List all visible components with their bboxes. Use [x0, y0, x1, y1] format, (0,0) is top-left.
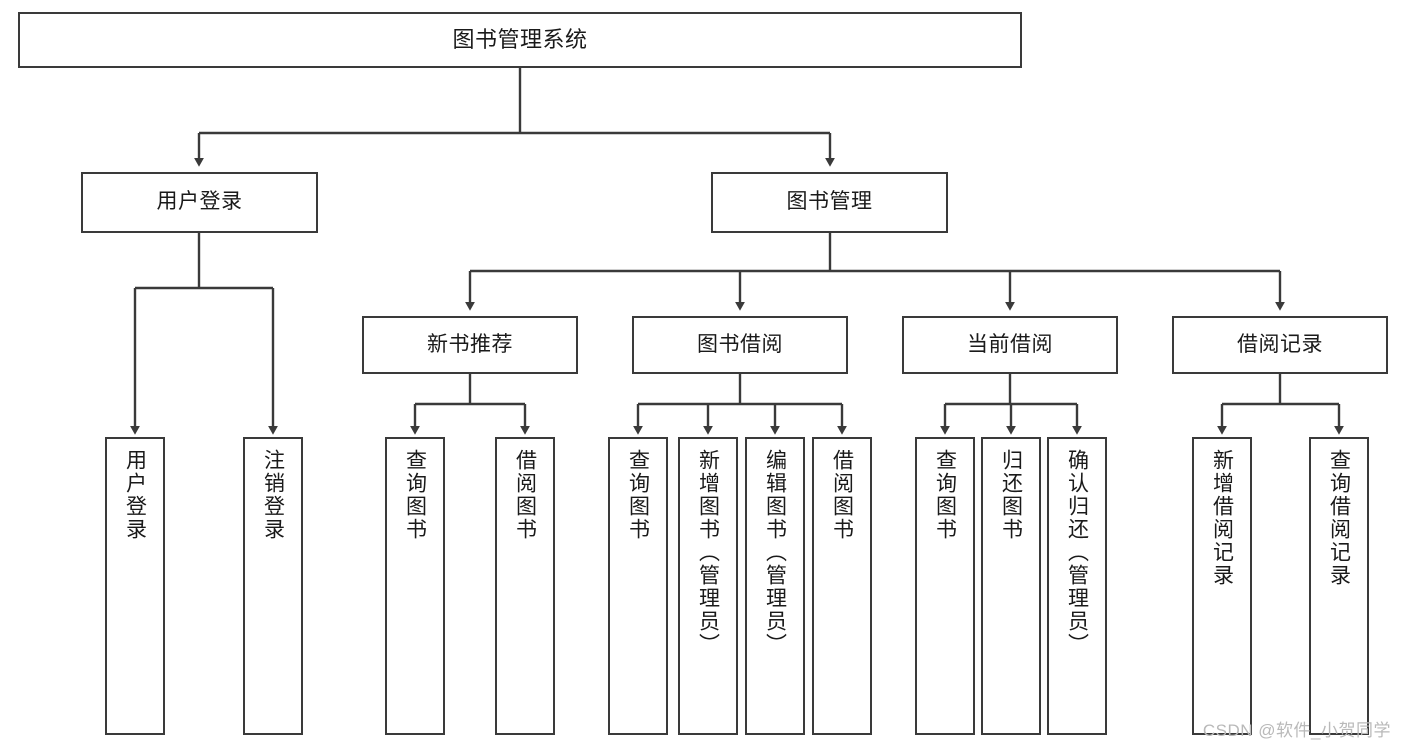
node-book-borrow-label: 图书借阅 — [697, 332, 783, 356]
node-user-login[interactable]: 用户登录 — [81, 172, 318, 233]
leaf-query-borrow-record-label: 查询借阅记录 — [1327, 449, 1351, 587]
leaf-logout[interactable]: 注销登录 — [243, 437, 303, 735]
leaf-query-borrow-record[interactable]: 查询借阅记录 — [1309, 437, 1369, 735]
leaf-query-books-recommend[interactable]: 查询图书 — [385, 437, 445, 735]
leaf-user-login-label: 用户登录 — [123, 449, 147, 541]
watermark: CSDN @软件_小贺同学 — [1202, 721, 1391, 740]
leaf-add-book-admin-label: 新增图书（管理员） — [696, 449, 720, 656]
node-book-management-label: 图书管理 — [786, 190, 873, 214]
leaf-query-books-current-label: 查询图书 — [933, 449, 957, 541]
node-user-login-label: 用户登录 — [156, 190, 243, 214]
node-book-management[interactable]: 图书管理 — [711, 172, 948, 233]
leaf-add-borrow-record-label: 新增借阅记录 — [1210, 449, 1234, 587]
leaf-borrow-books-borrow-label: 借阅图书 — [830, 449, 854, 541]
node-new-book-recommend[interactable]: 新书推荐 — [362, 316, 578, 374]
node-borrow-records[interactable]: 借阅记录 — [1172, 316, 1388, 374]
leaf-add-book-admin[interactable]: 新增图书（管理员） — [678, 437, 738, 735]
leaf-edit-book-admin[interactable]: 编辑图书（管理员） — [745, 437, 805, 735]
node-book-borrow[interactable]: 图书借阅 — [632, 316, 848, 374]
node-root[interactable]: 图书管理系统 — [18, 12, 1022, 68]
node-current-borrow-label: 当前借阅 — [967, 332, 1053, 356]
leaf-borrow-books-recommend[interactable]: 借阅图书 — [495, 437, 555, 735]
leaf-query-books-current[interactable]: 查询图书 — [915, 437, 975, 735]
leaf-return-books[interactable]: 归还图书 — [981, 437, 1041, 735]
leaf-borrow-books-borrow[interactable]: 借阅图书 — [812, 437, 872, 735]
node-new-book-recommend-label: 新书推荐 — [427, 332, 513, 356]
node-root-label: 图书管理系统 — [452, 27, 588, 53]
leaf-query-books-borrow-label: 查询图书 — [626, 449, 650, 541]
leaf-add-borrow-record[interactable]: 新增借阅记录 — [1192, 437, 1252, 735]
node-borrow-records-label: 借阅记录 — [1237, 332, 1323, 356]
leaf-confirm-return-admin[interactable]: 确认归还（管理员） — [1047, 437, 1107, 735]
leaf-edit-book-admin-label: 编辑图书（管理员） — [763, 449, 787, 656]
node-current-borrow[interactable]: 当前借阅 — [902, 316, 1118, 374]
leaf-confirm-return-admin-label: 确认归还（管理员） — [1065, 449, 1089, 656]
leaf-return-books-label: 归还图书 — [999, 449, 1023, 541]
leaf-query-books-borrow[interactable]: 查询图书 — [608, 437, 668, 735]
leaf-borrow-books-recommend-label: 借阅图书 — [513, 449, 537, 541]
leaf-user-login[interactable]: 用户登录 — [105, 437, 165, 735]
leaf-query-books-recommend-label: 查询图书 — [403, 449, 427, 541]
leaf-logout-label: 注销登录 — [261, 449, 285, 541]
